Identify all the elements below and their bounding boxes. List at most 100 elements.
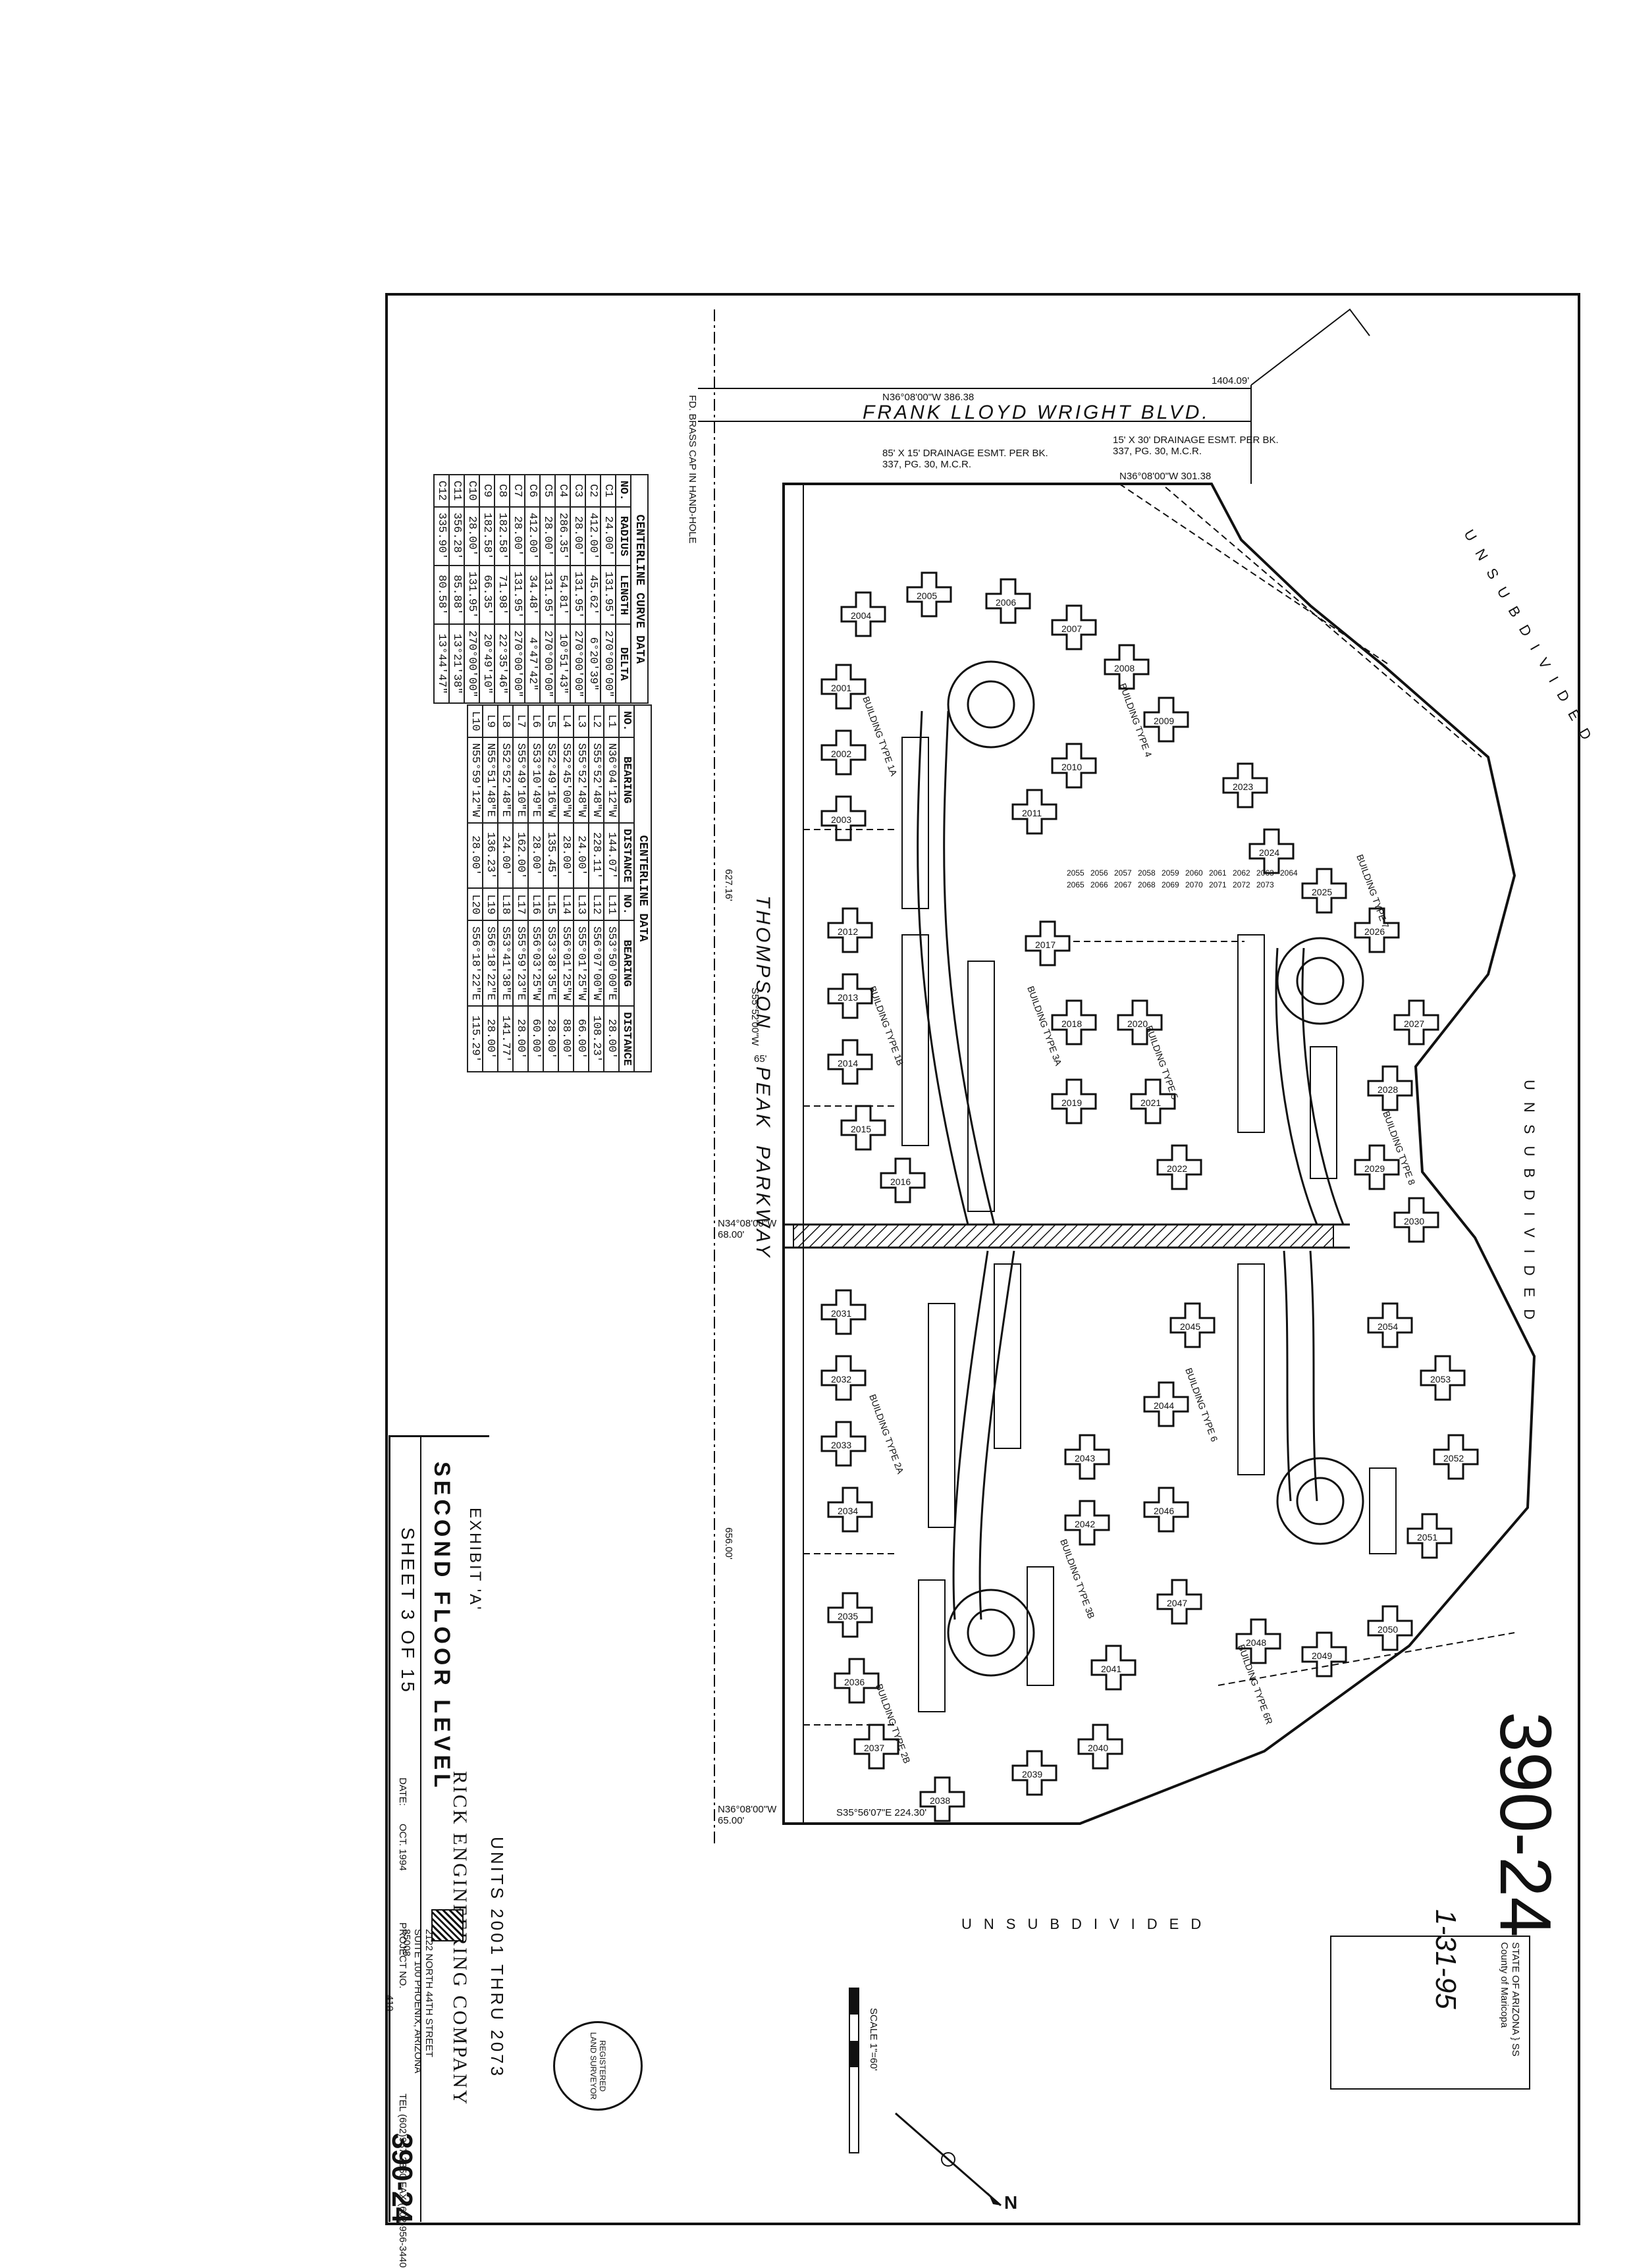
curve-cell: 270°00'00": [601, 624, 616, 704]
building-number: 2009: [1154, 716, 1174, 726]
dist-left: 627.16': [723, 869, 734, 901]
line-header: NO.: [619, 888, 634, 921]
building-footprint: [1354, 1144, 1400, 1190]
curve-cell: 4°47'42": [525, 624, 540, 704]
building-number: 2024: [1259, 847, 1279, 858]
curve-cell: 28.00': [540, 506, 555, 566]
curve-cell: 54.81': [555, 566, 570, 625]
building-footprint: [1301, 868, 1347, 914]
building-type-label: BUILDING TYPE 1B: [867, 985, 906, 1067]
building-number: 2038: [930, 1795, 950, 1806]
building-footprint: [1367, 1065, 1413, 1111]
line-cell: S52°45'00"W: [558, 737, 574, 823]
line-cell: L8: [498, 705, 513, 737]
building-number: 2017: [1035, 939, 1056, 950]
curve-cell: C8: [495, 475, 510, 507]
curve-cell: 131.95': [510, 566, 525, 625]
bearing-bottom: N36°08'00"W 65.00': [718, 1804, 777, 1826]
dist-1404: 1404.09': [1212, 375, 1250, 386]
line-cell: 66.00': [574, 1006, 589, 1072]
curve-cell: 85.88': [449, 566, 464, 625]
line-cell: 162.00': [513, 822, 528, 889]
street-frank-lloyd-wright: FRANK LLOYD WRIGHT BLVD.: [863, 402, 1210, 423]
building-footprint: [1143, 697, 1189, 743]
line-cell: L10: [468, 705, 483, 737]
building-number: 2037: [864, 1743, 884, 1753]
line-cell: 60.00': [528, 1006, 543, 1072]
line-cell: 144.07': [604, 822, 619, 889]
curve-cell: 45.62': [585, 566, 601, 625]
curve-header: DELTA: [616, 624, 631, 704]
building-footprint: [1051, 1078, 1097, 1124]
line-cell: S55°59'23"E: [513, 920, 528, 1007]
building-footprint: [853, 1724, 899, 1770]
building-number: 2014: [838, 1058, 858, 1068]
building-number: 2043: [1075, 1453, 1095, 1464]
building-number: 2068: [1138, 880, 1156, 889]
date-value: OCT. 1994: [397, 1824, 408, 1871]
curve-cell: 34.48': [525, 566, 540, 625]
curve-cell: 270°00'00": [464, 624, 479, 704]
building-number: 2015: [851, 1124, 871, 1134]
building-number: 2050: [1378, 1624, 1398, 1635]
building-footprint: [1064, 1434, 1110, 1480]
curve-cell: 28.00': [510, 506, 525, 566]
line-cell: 24.00': [498, 822, 513, 889]
building-footprint: [1090, 1645, 1137, 1691]
curve-cell: 20°49'10": [479, 624, 495, 704]
project-label: PROJECT NO.: [397, 1922, 408, 1989]
building-footprint: [1156, 1579, 1202, 1625]
building-footprint: [1130, 1078, 1176, 1124]
bearing-left: S55°52'00"W: [749, 988, 761, 1046]
line-cell: L2: [589, 705, 604, 737]
building-type-label: BUILDING TYPE 7: [1354, 853, 1391, 930]
line-cell: S55°52'48"W: [574, 737, 589, 823]
building-number: 2035: [838, 1611, 858, 1622]
building-footprint: [827, 1039, 873, 1085]
building-footprint: [1393, 999, 1439, 1045]
building-footprint: [827, 1592, 873, 1638]
north-label: N: [1004, 2192, 1018, 2213]
bearing-top: N36°08'00"W 386.38: [882, 392, 975, 403]
line-cell: L19: [483, 888, 498, 921]
building-footprint: [820, 664, 867, 710]
building-footprint: [834, 1658, 880, 1704]
building-footprint: [1143, 1487, 1189, 1533]
curve-cell: C6: [525, 475, 540, 507]
building-number: 2057: [1114, 868, 1132, 878]
curve-cell: 13°21'38": [449, 624, 464, 704]
building-number: 2013: [838, 992, 858, 1003]
title-block: [388, 1435, 489, 2222]
building-type-label: BUILDING TYPE 3B: [1058, 1538, 1097, 1620]
seal-text: REGISTERED LAND SURVEYOR: [589, 2032, 607, 2100]
building-number: 2063: [1256, 868, 1274, 878]
curve-cell: 6°20'39": [585, 624, 601, 704]
building-number: 2042: [1075, 1519, 1095, 1529]
building-number: 2072: [1233, 880, 1250, 889]
drainage-easement-1: 85' X 15' DRAINAGE ESMT. PER BK. 337, PG…: [882, 448, 1048, 470]
curve-cell: 182.58': [479, 506, 495, 566]
curve-cell: 24.00': [601, 506, 616, 566]
building-footprint: [1235, 1618, 1281, 1664]
line-cell: S52°49'16"W: [543, 737, 558, 823]
curve-cell: 13°44'47": [434, 624, 449, 704]
curve-cell: 412.00': [585, 506, 601, 566]
line-cell: L14: [558, 888, 574, 921]
building-number: 2030: [1404, 1216, 1424, 1226]
line-cell: L1: [604, 705, 619, 737]
curve-cell: 412.00': [525, 506, 540, 566]
sheet-ref: 390-24: [386, 2133, 418, 2224]
